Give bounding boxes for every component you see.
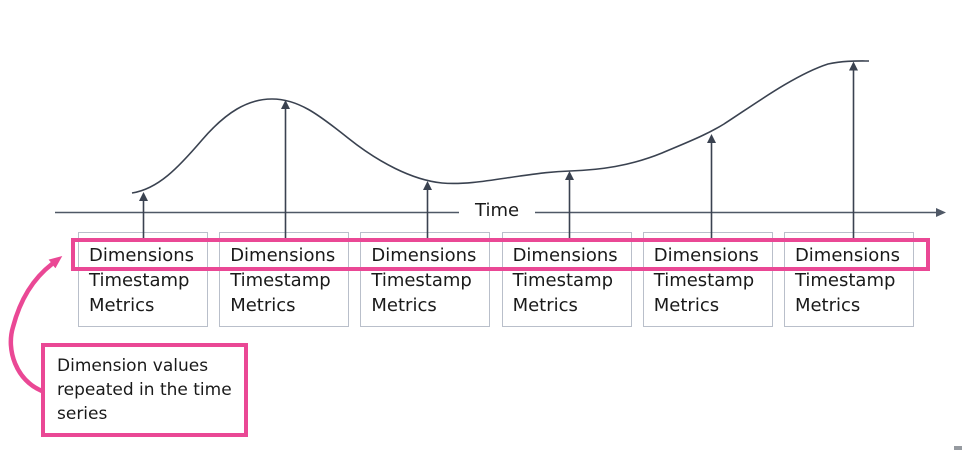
dimensions-field: Dimensions [230, 245, 336, 266]
record-box: Dimensions Timestamp Metrics [783, 232, 914, 327]
metrics-field: Metrics [89, 295, 155, 316]
record-box-row: Dimensions Timestamp Metrics Dimensions … [78, 232, 914, 327]
record-box: Dimensions Timestamp Metrics [501, 232, 632, 327]
record-box: Dimensions Timestamp Metrics [642, 232, 773, 327]
dimensions-field: Dimensions [794, 245, 900, 266]
dimensions-row-highlight [71, 238, 930, 271]
timestamp-field: Timestamp [89, 270, 190, 291]
dimensions-field: Dimensions [89, 245, 195, 266]
time-series-curve [131, 60, 870, 194]
dimensions-field: Dimensions [371, 245, 477, 266]
metrics-field: Metrics [371, 295, 437, 316]
dimensions-field: Dimensions [653, 245, 759, 266]
record-box: Dimensions Timestamp Metrics [78, 232, 208, 327]
clipped-element-fragment [954, 446, 962, 450]
annotation-text: Dimension values repeated in the time se… [57, 356, 232, 424]
metrics-field: Metrics [512, 295, 578, 316]
dimensions-field: Dimensions [512, 245, 618, 266]
metrics-field: Metrics [794, 295, 861, 316]
record-box: Dimensions Timestamp Metrics [219, 232, 350, 327]
record-box: Dimensions Timestamp Metrics [360, 232, 491, 327]
metrics-field: Metrics [230, 295, 296, 316]
annotation-arrow [8, 256, 63, 394]
metrics-field: Metrics [653, 295, 720, 316]
time-axis-label: Time [459, 199, 536, 223]
timestamp-field: Timestamp [371, 270, 472, 291]
timestamp-field: Timestamp [794, 270, 896, 291]
timestamp-field: Timestamp [653, 270, 755, 291]
timestamp-field: Timestamp [230, 270, 331, 291]
timestamp-field: Timestamp [512, 270, 614, 291]
annotation-callout: Dimension values repeated in the time se… [41, 343, 248, 437]
